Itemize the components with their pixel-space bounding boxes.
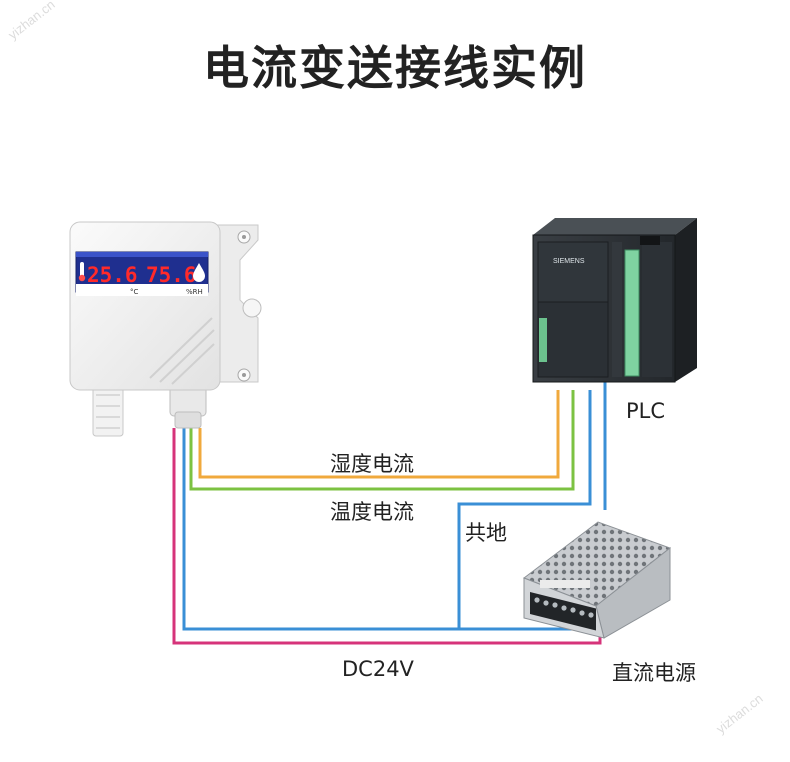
transmitter-housing — [69, 221, 221, 391]
siemens-plc: SIEMENS — [532, 218, 697, 383]
dc24v-label: DC24V — [342, 657, 414, 681]
temperature-current-label: 温度电流 — [330, 500, 414, 524]
temperature-readout: 25.6 — [87, 263, 138, 287]
humidity-unit: %RH — [186, 288, 203, 296]
mounting-ear — [211, 224, 259, 383]
green-wire — [189, 390, 575, 491]
common-ground-label: 共地 — [465, 521, 507, 545]
humidity-readout: 75.6 — [146, 263, 197, 287]
orange-wire — [198, 390, 560, 479]
plc-brand: SIEMENS — [553, 258, 585, 265]
temperature-icon — [80, 262, 84, 278]
blue-wire-pos — [457, 390, 592, 629]
temperature-humidity-transmitter: 25.6 75.6 °C %RH — [69, 221, 262, 437]
dc-power-supply — [522, 521, 672, 639]
humidity-current-label: 湿度电流 — [330, 452, 414, 476]
dc-power-label: 直流电源 — [612, 661, 696, 685]
plc-label: PLC — [626, 399, 666, 423]
temperature-unit: °C — [130, 288, 139, 296]
humidity-drop-icon — [193, 263, 205, 282]
diagram-title: 电流变送接线实例 — [203, 41, 587, 95]
io-terminal-strip — [624, 249, 640, 377]
